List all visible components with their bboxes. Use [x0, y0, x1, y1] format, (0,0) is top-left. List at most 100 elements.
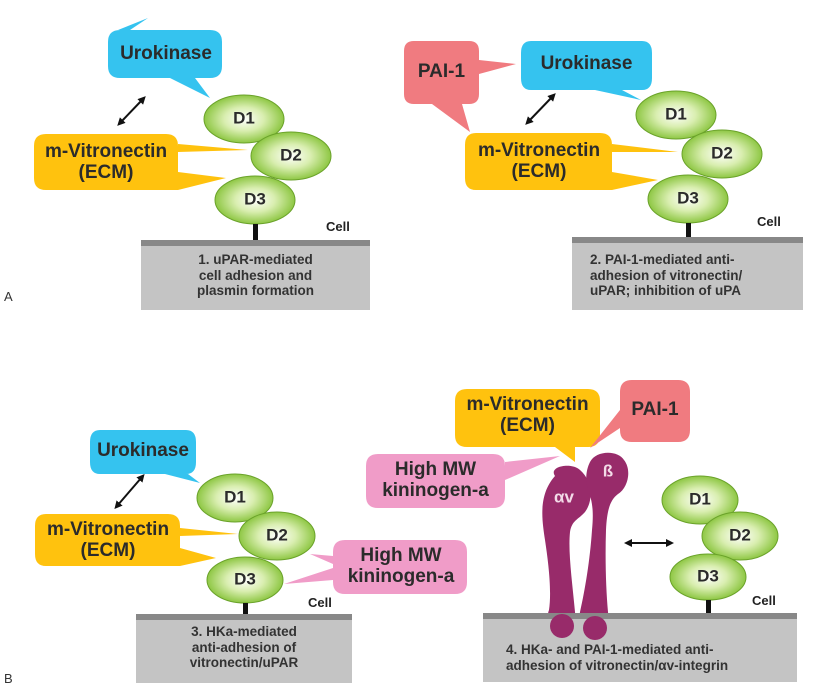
kininogen-bubble [284, 540, 467, 594]
panel-4 [366, 380, 797, 682]
domain-d1 [661, 475, 739, 525]
vitronectin-label: m-Vitronectin (ECM) [455, 394, 600, 437]
urokinase-bubble [90, 430, 200, 483]
vitronectin-line1: m-Vitronectin [46, 519, 170, 540]
urokinase-label: Urokinase [97, 440, 189, 461]
cell-box [483, 613, 797, 682]
pai1-label: PAI-1 [631, 399, 679, 420]
cell-label: Cell [308, 595, 332, 610]
urokinase-label: Urokinase [120, 43, 212, 64]
vitronectin-line1: m-Vitronectin [44, 141, 168, 162]
domain-d3-label: D3 [244, 189, 266, 209]
panel-1-caption: 1. uPAR-mediated cell adhesion and plasm… [141, 252, 370, 299]
domain-d3-label: D3 [697, 566, 719, 586]
vitronectin-label: m-Vitronectin (ECM) [40, 519, 176, 562]
integrin-beta-foot [583, 616, 607, 640]
caption-line: anti-adhesion of [191, 639, 297, 655]
integrin-beta [579, 452, 629, 637]
domain-d2-label: D2 [266, 525, 288, 545]
gpi-anchor [706, 600, 711, 614]
domain-d1-label: D1 [689, 489, 711, 509]
pai1-bubble [590, 380, 690, 448]
caption-line: 2. PAI-1-mediated anti- [590, 252, 735, 267]
integrin-beta-label: ß [602, 461, 614, 481]
domain-d2-label: D2 [729, 525, 751, 545]
domain-d2-label: D2 [711, 143, 733, 163]
kininogen-line1: High MW [394, 459, 477, 480]
caption-line: uPAR; inhibition of uPA [590, 283, 741, 299]
kininogen-line1: High MW [360, 545, 442, 566]
domain-d3-label: D3 [234, 569, 256, 589]
domain-d2 [238, 511, 316, 561]
vitronectin-line2: (ECM) [80, 539, 136, 561]
cell-box [141, 240, 370, 310]
integrin-alpha-foot [550, 614, 574, 638]
panel-4-caption: 4. HKa- and PAI-1-mediated anti- adhesio… [506, 642, 728, 673]
panel-letter-b: B [4, 671, 13, 686]
pai1-bubble [404, 41, 516, 132]
domain-d1-label: D1 [233, 108, 255, 128]
vitronectin-bubble [35, 514, 238, 566]
kininogen-bubble [366, 454, 560, 508]
panel-3 [35, 430, 467, 683]
domain-d3-label: D3 [677, 188, 699, 208]
domain-d1-label: D1 [665, 104, 687, 124]
vitronectin-line1: m-Vitronectin [477, 140, 601, 161]
kininogen-line2: kininogen-a [347, 565, 455, 587]
caption-line: vitronectin/uPAR [189, 655, 299, 671]
domain-d2 [250, 131, 332, 181]
cell-membrane [572, 237, 803, 243]
vitronectin-line2: (ECM) [78, 161, 134, 183]
caption-line: adhesion of vitronectin/ [590, 267, 743, 283]
kininogen-label: High MW kininogen-a [366, 459, 505, 502]
integrin-alpha-v [542, 465, 591, 635]
domain-d2 [681, 129, 763, 179]
cell-label: Cell [752, 593, 776, 608]
bidirectional-arrow [117, 96, 146, 126]
urokinase-label: Urokinase [540, 53, 633, 74]
domain-d1 [635, 90, 717, 140]
cell-box [136, 614, 352, 683]
cell-membrane [141, 240, 370, 246]
caption-line: adhesion of vitronectin/αv-integrin [506, 657, 729, 673]
bidirectional-arrow [114, 473, 145, 510]
cell-membrane [136, 614, 352, 620]
panel-2-caption: 2. PAI-1-mediated anti- adhesion of vitr… [590, 252, 742, 299]
panel-3-caption: 3. HKa-mediated anti-adhesion of vitrone… [136, 624, 352, 671]
pai1-label: PAI-1 [417, 61, 466, 82]
domain-d2-label: D2 [280, 145, 302, 165]
vitronectin-bubble [455, 389, 600, 462]
domain-d1 [203, 94, 285, 144]
cell-membrane [483, 613, 797, 619]
domain-d1-label: D1 [224, 487, 246, 507]
vitronectin-bubble [34, 134, 248, 190]
gpi-anchor [686, 223, 691, 238]
kininogen-label: High MW kininogen-a [336, 545, 466, 588]
kininogen-line2: kininogen-a [382, 479, 489, 501]
caption-line: 4. HKa- and PAI-1-mediated anti- [506, 642, 714, 657]
caption-line: plasmin formation [196, 283, 314, 299]
vitronectin-label: m-Vitronectin (ECM) [40, 141, 172, 184]
gpi-anchor [243, 603, 248, 616]
vitronectin-bubble [465, 133, 678, 190]
vitronectin-line2: (ECM) [511, 160, 567, 182]
cell-box [572, 237, 803, 310]
cell-label: Cell [757, 214, 781, 229]
domain-d2 [701, 511, 779, 561]
domain-d1 [196, 473, 274, 523]
panel-2 [404, 41, 803, 310]
gpi-anchor [253, 224, 258, 241]
panel-letter-a: A [4, 289, 13, 304]
urokinase-bubble [521, 41, 652, 100]
cell-label: Cell [326, 219, 350, 234]
urokinase-bubble [108, 18, 222, 98]
caption-line: cell adhesion and [198, 267, 313, 283]
vitronectin-line2: (ECM) [500, 414, 555, 436]
vitronectin-line1: m-Vitronectin [466, 394, 589, 415]
caption-line: 1. uPAR-mediated [198, 252, 313, 267]
vitronectin-label: m-Vitronectin (ECM) [470, 140, 608, 183]
bidirectional-arrow [525, 93, 556, 125]
integrin-alpha-label: αv [554, 487, 574, 507]
caption-line: 3. HKa-mediated [191, 624, 297, 639]
